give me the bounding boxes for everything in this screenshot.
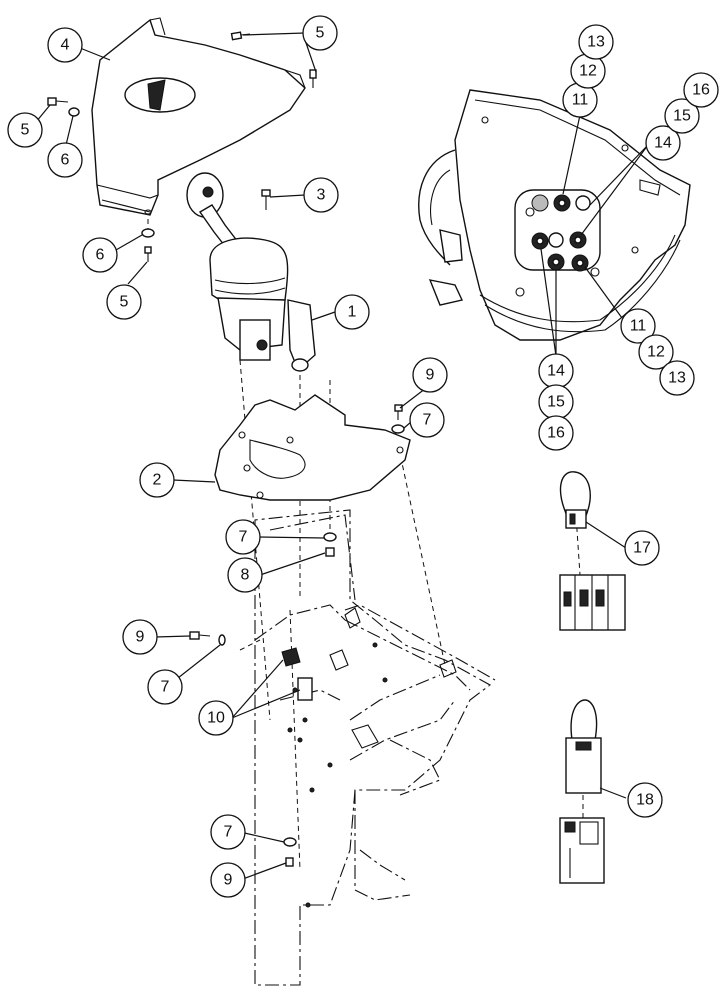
callouts: 1 2 3 4 5 5 5 6 6 7 7 7 7 8 9 9 9 10 11 … — [7, 15, 719, 898]
callout-9-b: 9 — [122, 619, 158, 655]
callout-15-b: 15 — [538, 384, 574, 420]
svg-text:14: 14 — [547, 363, 565, 380]
svg-text:15: 15 — [673, 108, 691, 125]
svg-text:16: 16 — [547, 425, 565, 442]
svg-text:9: 9 — [426, 367, 435, 384]
svg-text:13: 13 — [668, 370, 686, 387]
svg-text:13: 13 — [587, 34, 605, 51]
cover-part-4 — [91, 17, 306, 216]
callout-10: 10 — [198, 700, 234, 736]
svg-text:11: 11 — [630, 318, 647, 335]
callout-18: 18 — [627, 782, 663, 818]
svg-text:16: 16 — [692, 82, 710, 99]
callout-13-a: 13 — [578, 24, 614, 60]
plate-part-2 — [214, 394, 411, 501]
svg-text:9: 9 — [224, 872, 233, 889]
callout-7-b: 7 — [225, 519, 261, 555]
callout-11-b: 11 — [620, 308, 656, 344]
leader-lines — [35, 32, 649, 881]
callout-4: 4 — [47, 27, 83, 63]
svg-text:15: 15 — [547, 394, 565, 411]
callout-7-d: 7 — [210, 814, 246, 850]
callout-5-c: 5 — [106, 284, 142, 320]
svg-text:11: 11 — [572, 92, 589, 109]
svg-text:3: 3 — [317, 187, 326, 204]
svg-text:1: 1 — [348, 304, 357, 321]
callout-13-b: 13 — [659, 360, 695, 396]
callout-9-c: 9 — [210, 862, 246, 898]
callout-2: 2 — [139, 462, 175, 498]
callout-6-b: 6 — [82, 237, 118, 273]
callout-11-a: 11 — [562, 82, 598, 118]
callout-6-a: 6 — [47, 142, 83, 178]
svg-text:8: 8 — [241, 567, 250, 584]
callout-9-a: 9 — [412, 357, 448, 393]
joystick-part-1 — [186, 172, 316, 372]
callout-15-a: 15 — [664, 98, 700, 134]
svg-text:10: 10 — [207, 710, 225, 727]
callout-5-b: 5 — [7, 112, 43, 148]
callout-14-b: 14 — [538, 353, 574, 389]
callout-16-b: 16 — [538, 415, 574, 451]
screw-part-3 — [261, 189, 271, 210]
svg-text:18: 18 — [636, 792, 654, 809]
svg-text:7: 7 — [239, 529, 248, 546]
svg-text:7: 7 — [224, 824, 233, 841]
fasteners — [47, 31, 405, 867]
svg-text:5: 5 — [21, 122, 30, 139]
control-head-inset — [418, 89, 691, 341]
relay-part-18 — [559, 699, 605, 884]
svg-text:17: 17 — [633, 540, 651, 557]
callout-7-c: 7 — [147, 669, 183, 705]
callout-8: 8 — [227, 557, 263, 593]
callout-14-a: 14 — [645, 125, 681, 161]
callout-16-a: 16 — [683, 72, 719, 108]
callout-5-a: 5 — [302, 15, 338, 51]
svg-text:7: 7 — [161, 679, 170, 696]
mounting-bracket — [239, 509, 496, 986]
svg-text:9: 9 — [136, 629, 145, 646]
callout-12-b: 12 — [638, 334, 674, 370]
svg-text:14: 14 — [654, 135, 672, 152]
svg-text:7: 7 — [423, 412, 432, 429]
svg-text:5: 5 — [316, 25, 325, 42]
callout-17: 17 — [624, 530, 660, 566]
svg-text:6: 6 — [96, 247, 105, 264]
callout-1: 1 — [334, 294, 370, 330]
connector-part-17 — [559, 471, 626, 631]
svg-text:6: 6 — [61, 152, 70, 169]
svg-text:4: 4 — [61, 37, 70, 54]
svg-text:12: 12 — [579, 63, 597, 80]
connectors-part-10 — [281, 647, 313, 701]
callout-3: 3 — [303, 177, 339, 213]
svg-text:5: 5 — [120, 294, 129, 311]
callout-7-a: 7 — [409, 402, 445, 438]
svg-text:2: 2 — [153, 472, 162, 489]
svg-text:12: 12 — [647, 344, 665, 361]
